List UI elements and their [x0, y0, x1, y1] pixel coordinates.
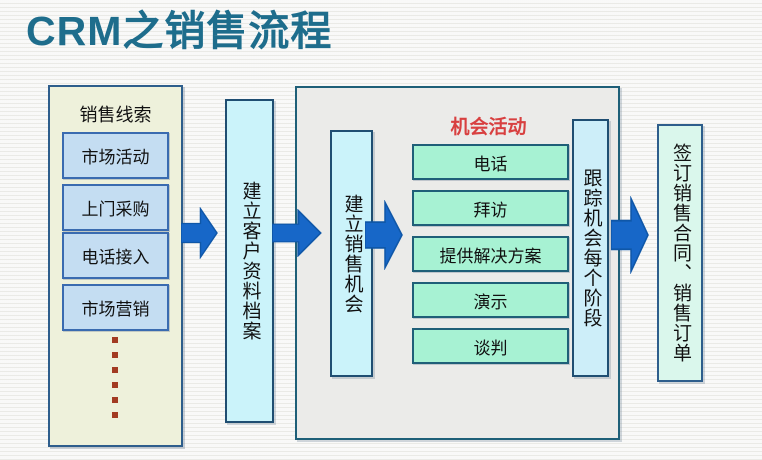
activity-phone-call: 电话 [412, 144, 569, 180]
flow-arrow-icon [365, 200, 403, 270]
flow-arrow-icon [611, 196, 649, 274]
lead-item-marketing: 市场营销 [62, 284, 169, 331]
step-sign-contract-order: 签订销售合同、销售订单 [657, 124, 703, 382]
opportunity-panel: 建立销售机会 机会活动 电话 拜访 提供解决方案 演示 谈判 跟踪机会每个阶段 [295, 86, 620, 440]
opportunity-activities-label: 机会活动 [450, 117, 527, 138]
sales-leads-header: 销售线索 [79, 105, 152, 125]
step-build-sales-opportunity: 建立销售机会 [330, 130, 373, 377]
flow-arrow-icon [272, 209, 322, 257]
lead-item-phone-inbound: 电话接入 [62, 232, 169, 279]
lead-item-door-purchase: 上门采购 [62, 184, 169, 231]
activity-negotiation: 谈判 [412, 328, 569, 364]
sales-leads-panel: 销售线索 市场活动 上门采购 电话接入 市场营销 [48, 85, 183, 447]
activity-demo: 演示 [412, 282, 569, 318]
page-title: CRM之销售流程 [26, 8, 333, 54]
activity-visit: 拜访 [412, 190, 569, 226]
ellipsis-dot-icon [112, 397, 118, 403]
step-build-customer-file: 建立客户资料档案 [225, 99, 274, 423]
lead-item-market-activity: 市场活动 [62, 132, 169, 179]
activity-provide-solution: 提供解决方案 [412, 236, 569, 272]
ellipsis-dot-icon [112, 382, 118, 388]
flow-arrow-icon [181, 207, 218, 259]
ellipsis-dot-icon [112, 337, 118, 343]
step-track-opportunity-stages: 跟踪机会每个阶段 [572, 119, 609, 377]
ellipsis-dot-icon [112, 412, 118, 418]
ellipsis-dot-icon [112, 352, 118, 358]
ellipsis-dot-icon [112, 367, 118, 373]
